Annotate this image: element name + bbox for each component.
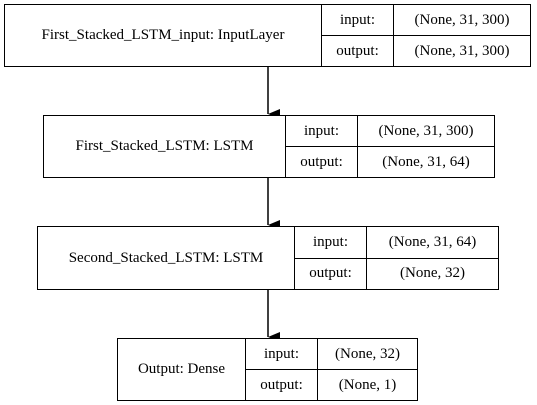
output-shape: (None, 31, 64): [382, 153, 470, 170]
output-label: output:: [300, 153, 343, 170]
layer-node-output-dense: Output: Dense input: output: (None, 32) …: [117, 338, 418, 401]
output-label: output:: [336, 42, 379, 59]
input-label: input:: [322, 5, 393, 36]
input-shape: (None, 31, 64): [367, 227, 498, 259]
input-label: input:: [295, 227, 366, 259]
output-label: output:: [309, 265, 352, 282]
layer-name: First_Stacked_LSTM_input: InputLayer: [5, 5, 322, 66]
output-shape: (None, 32): [400, 265, 465, 282]
output-shape: (None, 31, 300): [414, 42, 510, 59]
shape-values: (None, 31, 300) (None, 31, 300): [394, 5, 530, 66]
io-labels: input: output:: [286, 116, 358, 177]
layer-name: Second_Stacked_LSTM: LSTM: [38, 227, 295, 289]
layer-name: Output: Dense: [118, 339, 246, 400]
shape-values: (None, 32) (None, 1): [318, 339, 417, 400]
layer-node-second-lstm: Second_Stacked_LSTM: LSTM input: output:…: [37, 226, 499, 290]
layer-name: First_Stacked_LSTM: LSTM: [44, 116, 286, 177]
input-label: input:: [286, 116, 357, 147]
io-labels: input: output:: [295, 227, 367, 289]
io-labels: input: output:: [246, 339, 318, 400]
output-label: output:: [260, 376, 303, 393]
layer-node-input: First_Stacked_LSTM_input: InputLayer inp…: [4, 4, 531, 67]
layer-node-first-lstm: First_Stacked_LSTM: LSTM input: output: …: [43, 115, 495, 178]
shape-values: (None, 31, 64) (None, 32): [367, 227, 498, 289]
input-shape: (None, 31, 300): [358, 116, 494, 147]
shape-values: (None, 31, 300) (None, 31, 64): [358, 116, 494, 177]
input-shape: (None, 31, 300): [394, 5, 530, 36]
io-labels: input: output:: [322, 5, 394, 66]
output-shape: (None, 1): [338, 376, 397, 393]
input-shape: (None, 32): [318, 339, 417, 370]
input-label: input:: [246, 339, 317, 370]
